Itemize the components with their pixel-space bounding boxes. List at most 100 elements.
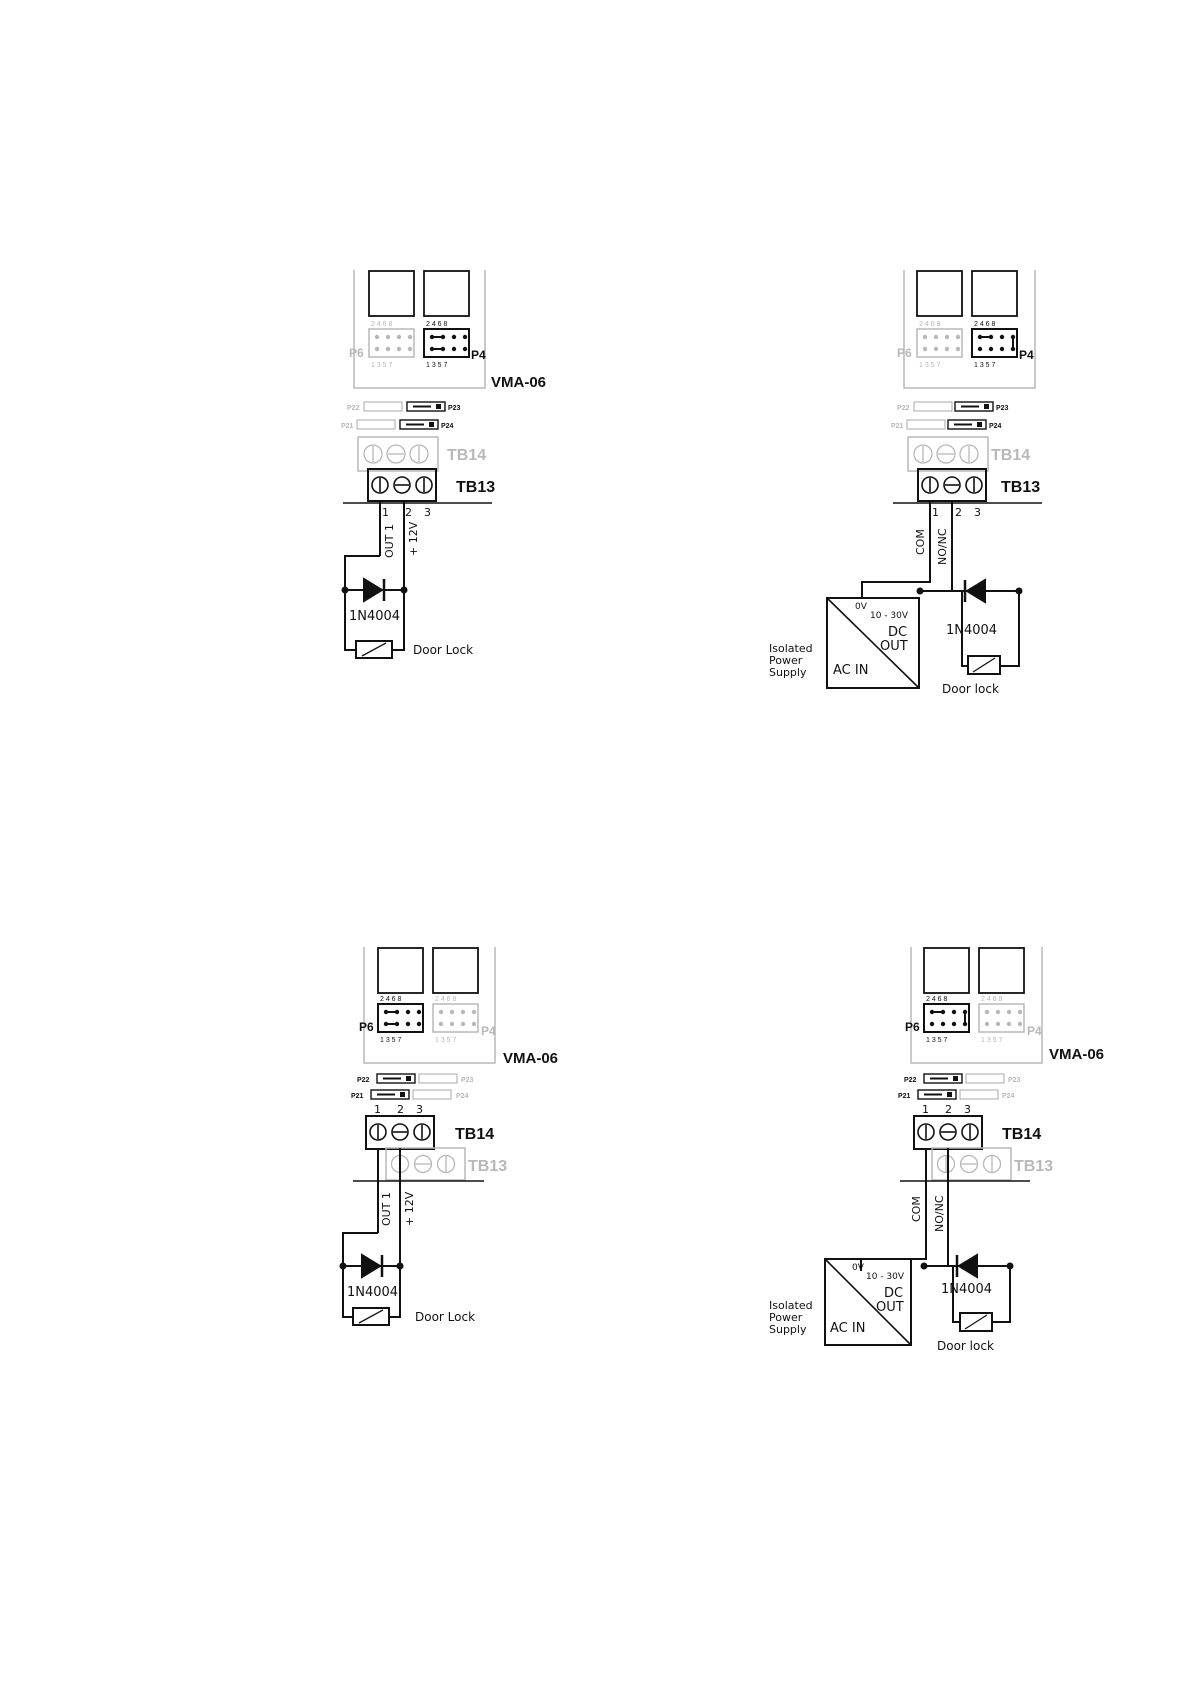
terminal-label-active: TB14: [1002, 1126, 1041, 1143]
ps-range-label: 10 - 30V: [866, 1272, 905, 1282]
terminal-number: 1: [374, 1103, 381, 1116]
label-p21: P21: [891, 423, 904, 430]
isolated-power-supply: [826, 597, 920, 689]
ps-caption: Isolated: [769, 1299, 813, 1312]
relay-p6: [923, 947, 970, 994]
label-p4: P4: [1019, 348, 1034, 362]
relay-p4: [432, 947, 479, 994]
diode-label: 1N4004: [946, 623, 997, 638]
ps-0v-label: 0V: [852, 1263, 865, 1273]
header-p4: [432, 1003, 479, 1033]
diagram-2-labels: 2 4 6 8 1 3 5 7 2 4 6 8 1 3 5 7 P6 P4 P2…: [769, 321, 1040, 696]
ps-caption: Power: [769, 654, 803, 667]
diagram-1-labels: 2 4 6 8 1 3 5 7 2 4 6 8 1 3 5 7 P6 P4 VM…: [341, 321, 546, 657]
relay-p4: [423, 270, 470, 317]
door-lock-label: Door lock: [942, 682, 999, 696]
terminal-block-inactive: [357, 436, 439, 472]
ps-dc-label: DC: [884, 1286, 903, 1301]
pin-numbers-bottom: 1 3 5 7: [974, 362, 996, 369]
terminal-number: 3: [964, 1103, 971, 1116]
terminal-label-active: TB13: [456, 479, 495, 496]
board-outline: [910, 947, 1043, 1064]
pin-numbers-bottom: 1 3 5 7: [371, 362, 393, 369]
board-outline: [363, 947, 496, 1064]
diode-symbol: [965, 578, 986, 604]
terminal-number: 1: [922, 1103, 929, 1116]
relay-p4: [978, 947, 1025, 994]
header-p4: [971, 328, 1018, 358]
label-p24: P24: [1002, 1093, 1015, 1100]
pin-numbers-top: 2 4 6 8: [926, 996, 948, 1003]
terminal-label-inactive: TB13: [1014, 1158, 1053, 1175]
header-p4-pins: [429, 334, 468, 352]
jumper-p23: [406, 401, 446, 412]
relay-p6: [377, 947, 424, 994]
diode-label: 1N4004: [347, 1285, 398, 1300]
diagram-3-labels: 2 4 6 8 1 3 5 7 2 4 6 8 1 3 5 7 P6 P4 VM…: [347, 996, 558, 1324]
ps-0v-label: 0V: [855, 602, 868, 612]
pin-numbers-top: 2 4 6 8: [371, 321, 393, 328]
diagram-4: [824, 947, 1043, 1346]
ps-caption: Supply: [769, 666, 807, 679]
label-p23: P23: [461, 1077, 474, 1084]
terminal-number: 2: [955, 506, 962, 519]
pin-numbers-top: 2 4 6 8: [981, 996, 1003, 1003]
label-p24: P24: [441, 423, 454, 430]
label-p23: P23: [448, 405, 461, 412]
pin-numbers-bottom: 1 3 5 7: [426, 362, 448, 369]
pin-numbers-top: 2 4 6 8: [426, 321, 448, 328]
door-lock-label: Door Lock: [413, 643, 473, 657]
jumper-p24: [399, 419, 439, 430]
ps-caption: Power: [769, 1311, 803, 1324]
terminal-number: 1: [382, 506, 389, 519]
ps-caption: Isolated: [769, 642, 813, 655]
terminal-number: 3: [974, 506, 981, 519]
relay-p4: [971, 270, 1018, 317]
label-p6: P6: [897, 346, 912, 360]
wire-label: COM: [914, 529, 927, 555]
relay-p6: [916, 270, 963, 317]
label-p21: P21: [341, 423, 354, 430]
pin-numbers-top: 2 4 6 8: [974, 321, 996, 328]
terminal-number: 2: [405, 506, 412, 519]
terminal-number: 3: [424, 506, 431, 519]
ps-dc-label: DC: [888, 625, 907, 640]
label-p4: P4: [481, 1024, 496, 1038]
diode-label: 1N4004: [941, 1282, 992, 1297]
wire-label: + 12V: [407, 521, 420, 556]
header-p6: [368, 328, 415, 358]
board-outline: [353, 270, 486, 389]
ps-ac-in-label: AC IN: [833, 663, 868, 678]
terminal-label-active: TB14: [455, 1126, 494, 1143]
diode-symbol: [361, 1253, 382, 1279]
label-p6: P6: [905, 1020, 920, 1034]
diode-symbol: [363, 577, 384, 603]
terminal-number: 2: [397, 1103, 404, 1116]
board-name: VMA-06: [1049, 1046, 1104, 1063]
ps-out-label: OUT: [880, 639, 908, 654]
wire-label: OUT 1: [383, 524, 396, 558]
header-p6: [923, 1003, 970, 1033]
label-p21: P21: [351, 1093, 364, 1100]
diagram-2: [826, 270, 1042, 689]
isolated-power-supply: [824, 1258, 912, 1346]
board-name: VMA-06: [503, 1050, 558, 1067]
header-p6: [377, 1003, 424, 1033]
label-p4: P4: [1027, 1024, 1042, 1038]
header-p4: [978, 1003, 1025, 1033]
label-p22: P22: [347, 405, 360, 412]
terminal-label-active: TB13: [1001, 479, 1040, 496]
terminal-block-inactive: [931, 1147, 1012, 1181]
door-lock-label: Door lock: [937, 1339, 994, 1353]
label-p23: P23: [996, 405, 1009, 412]
label-p24: P24: [456, 1093, 469, 1100]
label-p4: P4: [471, 348, 486, 362]
wire-label: OUT 1: [380, 1192, 393, 1226]
pin-numbers-bottom: 1 3 5 7: [919, 362, 941, 369]
ps-out-label: OUT: [876, 1300, 904, 1315]
diode-label: 1N4004: [349, 609, 400, 624]
pin-numbers-top: 2 4 6 8: [435, 996, 457, 1003]
pin-numbers-bottom: 1 3 5 7: [981, 1037, 1003, 1044]
jumper-p21: [356, 419, 396, 430]
diagram-1: [341, 270, 492, 659]
